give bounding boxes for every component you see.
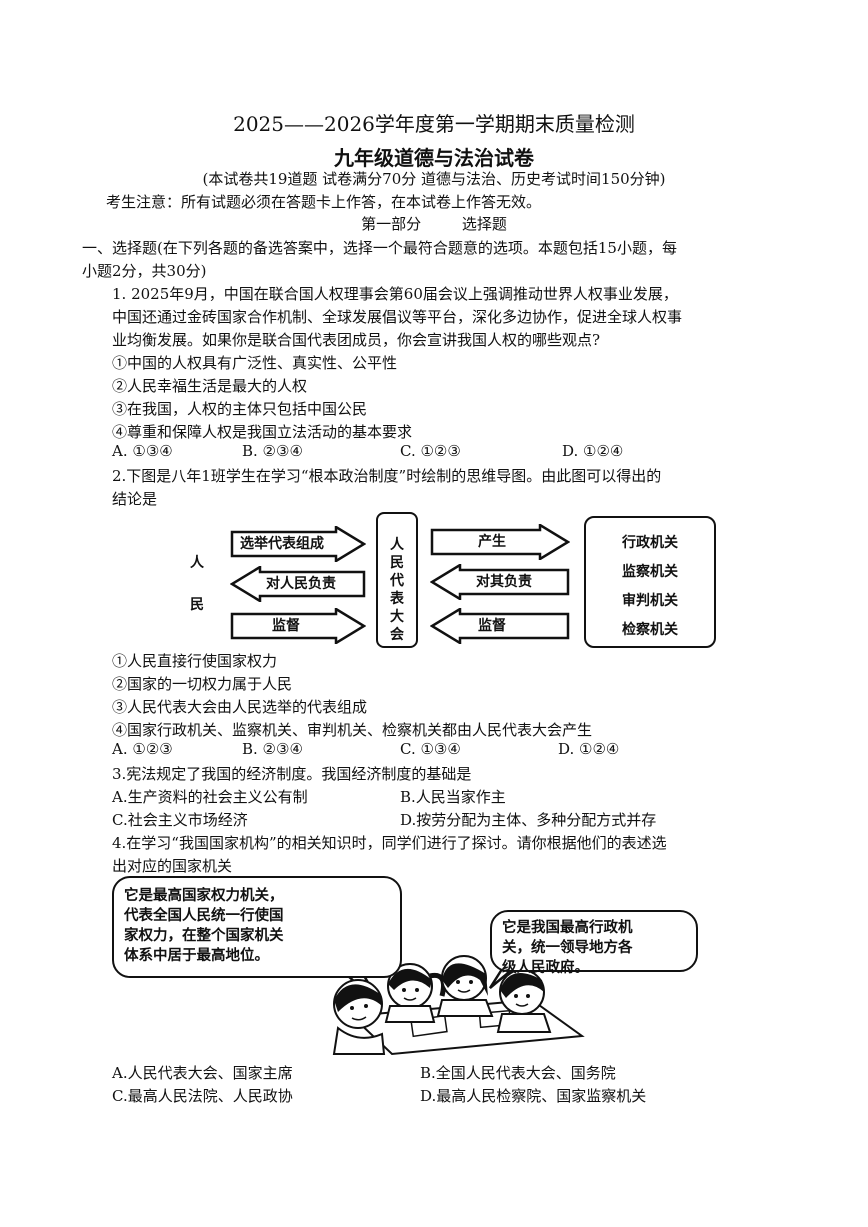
arrow-elect: 选举代表组成 <box>230 526 366 562</box>
q2-line-2: 结论是 <box>112 490 158 508</box>
speech-bubble-right: 它是我国最高行政机 关，统一领导地方各 级人民政府。 <box>490 910 698 976</box>
part-label: 第一部分 <box>361 215 422 233</box>
arrow-responsible-npc-label: 对其负责 <box>476 574 532 590</box>
people-char-1: 人 <box>190 555 204 571</box>
arrow-produce-label: 产生 <box>478 534 506 550</box>
q3-line: 3.宪法规定了我国的经济制度。我国经济制度的基础是 <box>112 765 472 783</box>
q4-option-a: A.人民代表大会、国家主席 <box>112 1064 293 1082</box>
npc-box: 人 民 代 表 大 会 <box>376 512 418 648</box>
q4-option-b: B.全国人民代表大会、国务院 <box>420 1064 616 1082</box>
exam-title: 2025——2026学年度第一学期期末质量检测 <box>233 112 635 136</box>
organ-procuratorial: 检察机关 <box>622 622 678 638</box>
q1-line-3: 业均衡发展。如果你是联合国代表团成员，你会宣讲我国人权的哪些观点? <box>112 331 601 349</box>
section-instruction-1: 一、选择题(在下列各题的备选答案中，选择一个最符合题意的选项。本题包括15小题，… <box>82 239 677 257</box>
q3-option-a: A.生产资料的社会主义公有制 <box>112 788 308 806</box>
q4-line-1: 4.在学习“我国国家机构”的相关知识时，同学们进行了探讨。请你根据他们的表述选 <box>112 834 667 852</box>
arrow-supervise-right: 监督 <box>430 608 570 644</box>
people-char-2: 民 <box>190 597 204 613</box>
q1-line-1: 1. 2025年9月，中国在联合国人权理事会第60届会议上强调推动世界人权事业发… <box>112 285 678 303</box>
arrow-produce: 产生 <box>430 524 570 560</box>
arrow-responsible-people: 对人民负责 <box>230 566 366 602</box>
q1-option-c: C. ①②③ <box>400 442 461 460</box>
state-organs-box: 行政机关 监察机关 审判机关 检察机关 <box>584 516 716 648</box>
q2-option-c: C. ①③④ <box>400 740 461 758</box>
organ-administrative: 行政机关 <box>622 535 678 551</box>
part-name: 选择题 <box>461 215 507 233</box>
students-illustration <box>332 955 585 1056</box>
q3-option-d: D.按劳分配为主体、多种分配方式并存 <box>400 811 657 829</box>
q1-item-3: ③在我国，人权的主体只包括中国公民 <box>112 400 368 418</box>
exam-subtitle: 九年级道德与法治试卷 <box>334 146 534 170</box>
political-system-diagram: 人 民 选举代表组成 对人民负责 监督 人 民 代 表 大 会 产生 对其负责 … <box>186 510 716 650</box>
q2-item-4: ④国家行政机关、监察机关、审判机关、检察机关都由人民代表大会产生 <box>112 721 593 739</box>
organ-judicial: 审判机关 <box>622 593 678 609</box>
exam-notice: 考生注意：所有试题必须在答题卡上作答，在本试卷上作答无效。 <box>106 193 542 211</box>
part-heading: 第一部分 选择题 <box>0 213 868 234</box>
q4-option-d: D.最高人民检察院、国家监察机关 <box>420 1087 647 1105</box>
arrow-responsible-npc: 对其负责 <box>430 564 570 600</box>
organ-supervisory: 监察机关 <box>622 564 678 580</box>
q1-option-d: D. ①②④ <box>562 442 624 460</box>
q2-option-d: D. ①②④ <box>558 740 620 758</box>
q2-option-a: A. ①②③ <box>112 740 173 758</box>
q3-option-b: B.人民当家作主 <box>400 788 506 806</box>
q1-option-a: A. ①③④ <box>112 442 173 460</box>
speech-bubble-left: 它是最高国家权力机关， 代表全国人民统一行使国 家权力，在整个国家机关 体系中居… <box>112 876 402 978</box>
q1-option-b: B. ②③④ <box>242 442 303 460</box>
q1-item-1: ①中国的人权具有广泛性、真实性、公平性 <box>112 354 398 372</box>
students-discussion-cartoon: 它是最高国家权力机关， 代表全国人民统一行使国 家权力，在整个国家机关 体系中居… <box>112 876 712 1056</box>
q2-item-2: ②国家的一切权力属于人民 <box>112 675 293 693</box>
arrow-supervise-left: 监督 <box>230 608 366 644</box>
arrow-elect-label: 选举代表组成 <box>240 536 324 552</box>
arrow-supervise-left-label: 监督 <box>272 618 300 634</box>
q2-line-1: 2.下图是八年1班学生在学习“根本政治制度”时绘制的思维导图。由此图可以得出的 <box>112 467 662 485</box>
q1-item-2: ②人民幸福生活是最大的人权 <box>112 377 308 395</box>
q1-item-4: ④尊重和保障人权是我国立法活动的基本要求 <box>112 423 413 441</box>
exam-note: (本试卷共19道题 试卷满分70分 道德与法治、历史考试时间150分钟) <box>202 170 666 188</box>
arrow-supervise-right-label: 监督 <box>478 618 506 634</box>
q2-item-3: ③人民代表大会由人民选举的代表组成 <box>112 698 368 716</box>
section-instruction-2: 小题2分，共30分) <box>82 262 207 280</box>
q4-option-c: C.最高人民法院、人民政协 <box>112 1087 293 1105</box>
q2-item-1: ①人民直接行使国家权力 <box>112 652 278 670</box>
q2-option-b: B. ②③④ <box>242 740 303 758</box>
arrow-responsible-people-label: 对人民负责 <box>266 576 336 592</box>
q3-option-c: C.社会主义市场经济 <box>112 811 248 829</box>
q4-line-2: 出对应的国家机关 <box>112 857 233 875</box>
q1-line-2: 中国还通过金砖国家合作机制、全球发展倡议等平台，深化多边协作，促进全球人权事 <box>112 308 683 326</box>
npc-text: 人 民 代 表 大 会 <box>390 537 404 643</box>
